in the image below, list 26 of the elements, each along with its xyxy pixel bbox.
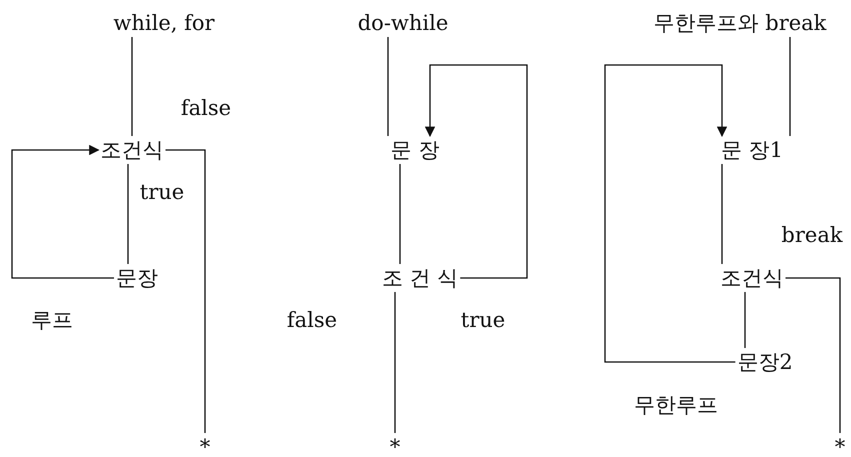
- connector-line: [166, 149, 206, 433]
- arrow: [604, 64, 736, 363]
- connector-line: [744, 292, 746, 348]
- statement-text: 문장: [116, 266, 158, 290]
- heading: while, for: [113, 11, 215, 35]
- condition-text: 조건식: [720, 266, 784, 290]
- end-mark: *: [390, 435, 400, 457]
- connector-line: [399, 164, 401, 264]
- statement-text: 문 장: [390, 138, 440, 162]
- heading: do-while: [358, 11, 448, 35]
- connector-line: [786, 277, 841, 433]
- condition-text: 조 건 식: [382, 266, 458, 290]
- end-mark: *: [200, 435, 210, 457]
- statement-text: 문장2: [737, 350, 793, 374]
- condition-text: 조건식: [100, 138, 164, 162]
- statement-text: 문 장1: [720, 138, 784, 162]
- connector-line: [394, 292, 396, 433]
- connector-line: [131, 37, 133, 136]
- connector-line: [127, 164, 129, 264]
- heading: 무한루프와 break: [654, 11, 826, 35]
- connector-line: [789, 37, 791, 136]
- connector-line: [387, 37, 389, 136]
- arrow: [424, 64, 528, 279]
- connector-line: [721, 164, 723, 264]
- end-mark: *: [834, 435, 846, 457]
- arrow: [11, 144, 114, 279]
